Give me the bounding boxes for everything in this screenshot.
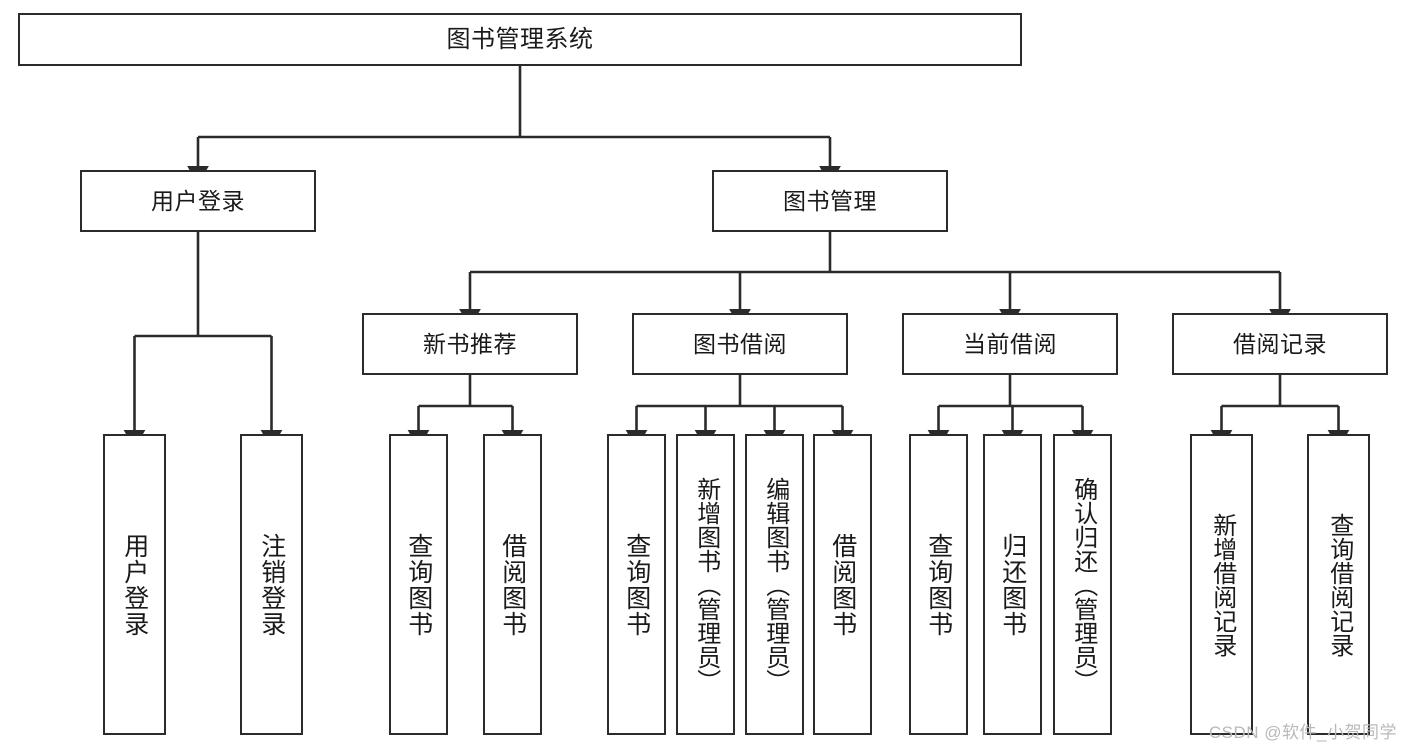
node-root-图书管理系统-label: 图书管理系统 (446, 25, 594, 53)
node-leaf-归还图书-label: 归还图书 (998, 532, 1027, 637)
node-leaf-用户登录[interactable]: 用户登录 (103, 434, 166, 735)
node-leaf-用户登录-label: 用户登录 (120, 532, 149, 637)
node-leaf-新增图书管理员-label: 新增图书（管理员） (692, 476, 720, 693)
node-leaf-新增借阅记录-label: 新增借阅记录 (1208, 512, 1236, 657)
node-leaf-查询图书-label: 查询图书 (404, 532, 433, 637)
csdn-watermark: CSDN @软件_小贺同学 (1208, 723, 1397, 742)
node-leaf-查询图书[interactable]: 查询图书 (909, 434, 968, 735)
node-leaf-新增图书管理员[interactable]: 新增图书（管理员） (676, 434, 735, 735)
node-leaf-注销登录[interactable]: 注销登录 (240, 434, 303, 735)
node-leaf-借阅图书-label: 借阅图书 (828, 532, 857, 637)
node-leaf-新增借阅记录[interactable]: 新增借阅记录 (1190, 434, 1253, 735)
node-level2-图书借阅[interactable]: 图书借阅 (632, 313, 848, 375)
node-root-图书管理系统: 图书管理系统 (18, 13, 1022, 66)
node-leaf-确认归还管理员[interactable]: 确认归还（管理员） (1053, 434, 1112, 735)
node-level2-当前借阅-label: 当前借阅 (963, 330, 1057, 357)
node-leaf-查询借阅记录-label: 查询借阅记录 (1325, 512, 1353, 657)
node-leaf-借阅图书-label: 借阅图书 (498, 532, 527, 637)
node-level1-图书管理[interactable]: 图书管理 (712, 170, 948, 232)
node-leaf-查询借阅记录[interactable]: 查询借阅记录 (1307, 434, 1370, 735)
node-leaf-编辑图书管理员[interactable]: 编辑图书（管理员） (745, 434, 804, 735)
node-level2-借阅记录[interactable]: 借阅记录 (1172, 313, 1388, 375)
node-level1-图书管理-label: 图书管理 (783, 187, 877, 214)
node-leaf-注销登录-label: 注销登录 (257, 532, 286, 637)
node-level2-当前借阅[interactable]: 当前借阅 (902, 313, 1118, 375)
node-leaf-查询图书[interactable]: 查询图书 (607, 434, 666, 735)
node-leaf-编辑图书管理员-label: 编辑图书（管理员） (761, 476, 789, 693)
node-leaf-查询图书[interactable]: 查询图书 (389, 434, 448, 735)
node-level1-用户登录-label: 用户登录 (151, 187, 245, 214)
node-level2-新书推荐[interactable]: 新书推荐 (362, 313, 578, 375)
node-leaf-借阅图书[interactable]: 借阅图书 (483, 434, 542, 735)
node-level2-借阅记录-label: 借阅记录 (1233, 330, 1327, 357)
node-leaf-确认归还管理员-label: 确认归还（管理员） (1069, 476, 1097, 693)
node-level2-新书推荐-label: 新书推荐 (423, 330, 517, 357)
node-level1-用户登录[interactable]: 用户登录 (80, 170, 316, 232)
node-leaf-查询图书-label: 查询图书 (622, 532, 651, 637)
node-leaf-查询图书-label: 查询图书 (924, 532, 953, 637)
node-leaf-归还图书[interactable]: 归还图书 (983, 434, 1042, 735)
node-level2-图书借阅-label: 图书借阅 (693, 330, 787, 357)
node-leaf-借阅图书[interactable]: 借阅图书 (813, 434, 872, 735)
